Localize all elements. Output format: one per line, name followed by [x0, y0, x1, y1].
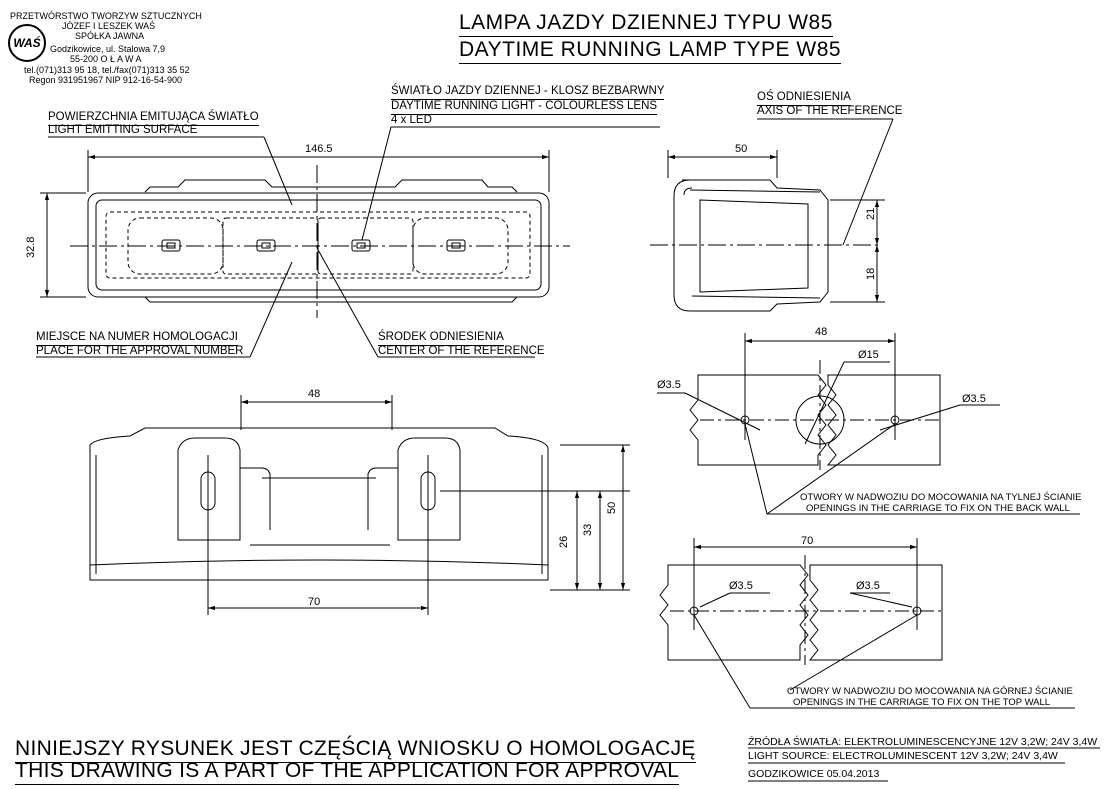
- dim-bottom-h33: 33: [582, 523, 594, 536]
- company-line: 55-200 O Ł A W A: [70, 54, 142, 64]
- label-emitting-pl: POWIERZCHNIA EMITUJĄCA ŚWIATŁO: [48, 111, 259, 126]
- top-wall-holes: [659, 538, 1075, 709]
- company-line: PRZETWÓRSTWO TWORZYW SZTUCZNYCH: [10, 11, 202, 21]
- side-view: [650, 118, 894, 312]
- label-center-en: CENTER OF THE REFERENCE: [378, 345, 545, 357]
- dim-back-center: Ø15: [858, 349, 879, 361]
- label-drl-pl: ŚWIATŁO JAZDY DZIENNEJ - KLOSZ BEZBARWNY: [391, 85, 665, 100]
- front-view: [36, 126, 660, 358]
- footer-note-en: THIS DRAWING IS A PART OF THE APPLICATIO…: [15, 759, 680, 785]
- company-line: JÓZEF I LESZEK WAŚ: [62, 21, 156, 31]
- dim-side-lower: 18: [865, 267, 877, 280]
- dim-back-hole-left: Ø3.5: [657, 379, 681, 391]
- back-wall-holes: [657, 333, 1080, 515]
- label-back-en: OPENINGS IN THE CARRIAGE TO FIX ON THE B…: [806, 503, 1070, 514]
- dim-top-hole-right: Ø3.5: [856, 580, 880, 592]
- company-logo: WAŚ: [8, 24, 46, 62]
- company-line: Regon 931951967 NIP 912-16-54-900: [29, 75, 182, 85]
- label-top-pl: OTWORY W NADWOZIU DO MOCOWANIA NA GÓRNEJ…: [787, 686, 1073, 697]
- label-drl-en: DAYTIME RUNNING LIGHT - COLOURLESS LENS: [391, 100, 658, 115]
- label-approval-en: PLACE FOR THE APPROVAL NUMBER: [36, 345, 244, 357]
- title-pl: LAMPA JAZDY DZIENNEJ TYPU W85: [459, 11, 833, 37]
- label-back-pl: OTWORY W NADWOZIU DO MOCOWANIA NA TYLNEJ…: [800, 492, 1082, 503]
- footer-source-pl: ŹRÓDŁA ŚWIATŁA: ELEKTROLUMINESCENCYJNE 1…: [748, 736, 1098, 748]
- bottom-view: [89, 395, 630, 615]
- dim-bottom-h50: 50: [606, 501, 618, 514]
- dim-side-depth: 50: [735, 143, 748, 155]
- dim-front-width: 146.5: [305, 143, 333, 155]
- dim-top-holes: 70: [801, 535, 814, 547]
- dim-back-hole-right: Ø3.5: [962, 393, 986, 405]
- dim-bottom-width: 70: [308, 596, 321, 608]
- dim-front-height: 32.8: [25, 236, 37, 258]
- label-approval-pl: MIEJSCE NA NUMER HOMOLOGACJI: [36, 331, 238, 346]
- dim-back-holes: 48: [815, 326, 828, 338]
- company-line: SPÓŁKA JAWNA: [75, 31, 145, 41]
- dim-side-upper: 21: [865, 207, 877, 220]
- label-emitting-en: LIGHT EMITTING SURFACE: [48, 124, 198, 136]
- company-line: Godzikowice, ul. Stalowa 7,9: [50, 44, 166, 54]
- dim-top-hole-left: Ø3.5: [729, 580, 753, 592]
- footer-source-en: LIGHT SOURCE: ELECTROLUMINESCENT 12V 3,2…: [748, 750, 1058, 762]
- label-axis-en: AXIS OF THE REFERENCE: [757, 105, 903, 117]
- label-top-en: OPENINGS IN THE CARRIAGE TO FIX ON THE T…: [793, 697, 1051, 708]
- label-center-pl: ŚRODEK ODNIESIENIA: [378, 331, 504, 346]
- label-axis-pl: OŚ ODNIESIENIA: [757, 91, 851, 106]
- title-en: DAYTIME RUNNING LAMP TYPE W85: [459, 38, 842, 64]
- company-line: tel.(071)313 95 18, tel./fax(071)313 35 …: [24, 65, 190, 75]
- footer-note-pl: NINIEJSZY RYSUNEK JEST CZĘŚCIĄ WNIOSKU O…: [15, 737, 696, 763]
- dim-bottom-h26: 26: [558, 535, 570, 548]
- label-drl-led: 4 x LED: [391, 114, 432, 126]
- footer-place-date: GODZIKOWICE 05.04.2013: [748, 768, 880, 780]
- dim-bottom-holes: 48: [308, 388, 321, 400]
